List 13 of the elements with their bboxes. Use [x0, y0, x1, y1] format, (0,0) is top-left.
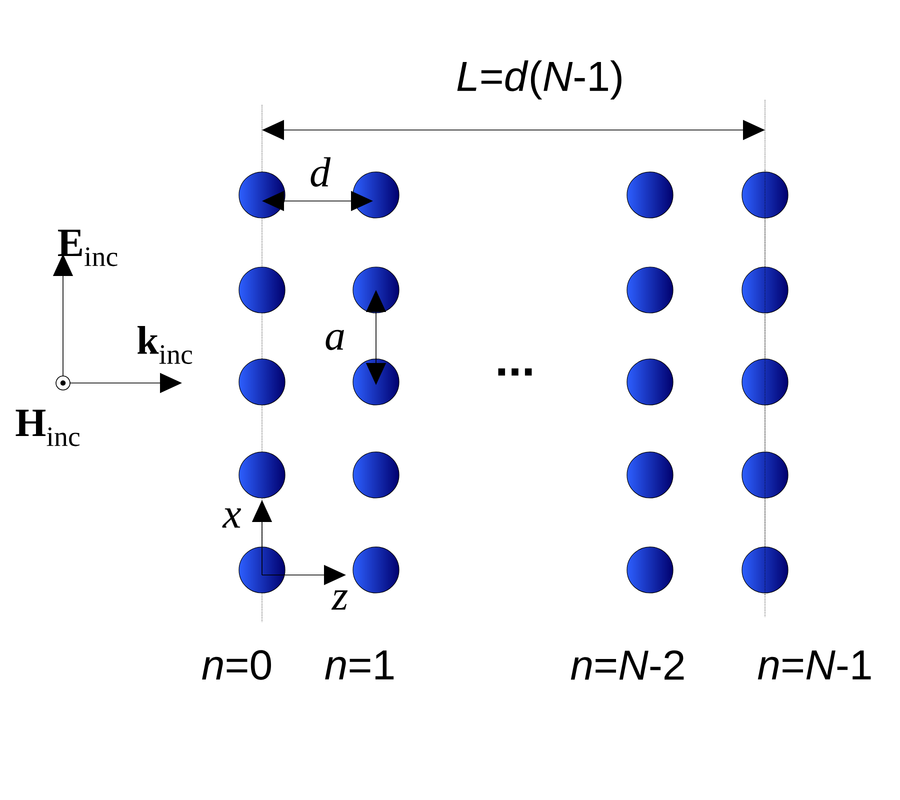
- axis-label: z: [331, 590, 348, 610]
- dimension-label: a: [326, 330, 344, 350]
- field-vector-label: H$_{inc}$: [16, 410, 80, 446]
- index-label: n=0: [202, 650, 271, 680]
- dimension-label: L=d(N-1): [457, 60, 622, 100]
- ellipsis-text: ...: [498, 368, 532, 376]
- dimension-label: d: [310, 157, 331, 187]
- index-label: n=1: [325, 650, 394, 680]
- field-vector-label: E$_{inc}$: [58, 230, 118, 266]
- field-vector-label: k$_{inc}$: [138, 326, 192, 364]
- index-label: n=N-2: [570, 650, 684, 680]
- index-label: n=N-1: [758, 650, 871, 680]
- axis-label: x: [222, 508, 242, 528]
